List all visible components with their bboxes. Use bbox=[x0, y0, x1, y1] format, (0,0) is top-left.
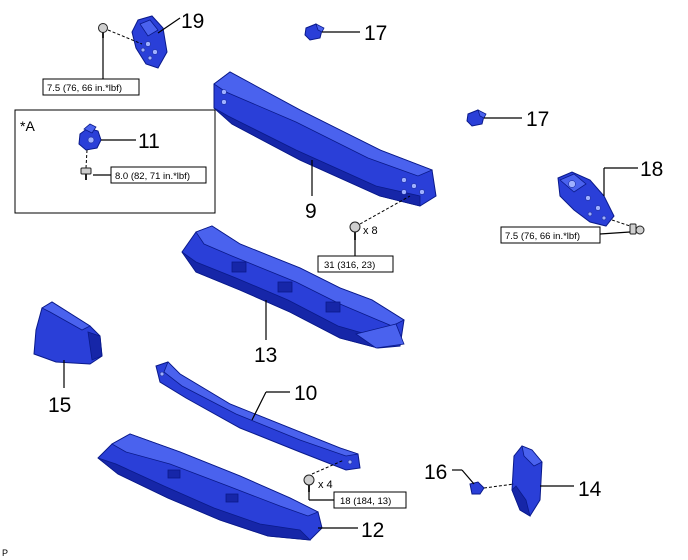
callout-12: 12 bbox=[361, 519, 384, 542]
torque-box-11 bbox=[110, 166, 207, 184]
callout-10: 10 bbox=[294, 382, 317, 405]
leader-10 bbox=[251, 391, 267, 421]
torque-text-10: 18 (184, 13) bbox=[340, 496, 391, 507]
callout-17-upper: 17 bbox=[364, 22, 387, 45]
torque-box-18 bbox=[500, 226, 601, 244]
bolt-9 bbox=[349, 221, 361, 240]
callout-19: 19 bbox=[181, 10, 204, 33]
bolt-11 bbox=[80, 167, 92, 180]
callout-13: 13 bbox=[254, 344, 277, 367]
callout-17-lower: 17 bbox=[526, 108, 549, 131]
part-15-side-retainer bbox=[33, 301, 103, 365]
torque-text-19: 7.5 (76, 66 in.*lbf) bbox=[47, 83, 122, 94]
dash-19 bbox=[107, 29, 143, 45]
torque-box-10 bbox=[333, 491, 407, 509]
corner-mark: P bbox=[2, 548, 8, 558]
part-9-bumper-reinforcement bbox=[213, 71, 437, 207]
callout-11: 11 bbox=[138, 130, 160, 153]
leader-16b bbox=[461, 469, 475, 485]
torque-box-19 bbox=[42, 78, 140, 96]
torque-text-11: 8.0 (82, 71 in.*lbf) bbox=[115, 171, 190, 182]
bolt-10 bbox=[303, 474, 315, 492]
inset-label: *A bbox=[20, 118, 35, 134]
leader-torque-18 bbox=[599, 231, 631, 235]
callout-15: 15 bbox=[48, 394, 71, 417]
part-14-side-bracket bbox=[511, 445, 543, 517]
part-13-absorber bbox=[181, 225, 405, 349]
dash-10 bbox=[311, 459, 345, 475]
torque-box-9 bbox=[317, 255, 394, 273]
bolt-19 bbox=[98, 23, 108, 38]
dash-9 bbox=[359, 195, 411, 225]
callout-14: 14 bbox=[578, 478, 602, 501]
part-17-clip-lower bbox=[466, 109, 487, 127]
bolt-18 bbox=[629, 223, 645, 235]
part-18-bracket bbox=[557, 171, 615, 227]
dash-16 bbox=[483, 483, 515, 489]
part-17-clip-upper bbox=[304, 23, 325, 41]
leader-19 bbox=[157, 17, 181, 34]
callout-18: 18 bbox=[640, 158, 663, 181]
part-11-bracket bbox=[78, 123, 102, 151]
callout-9: 9 bbox=[305, 200, 317, 223]
torque-text-9: 31 (316, 23) bbox=[324, 260, 375, 271]
inset-box bbox=[14, 109, 216, 214]
torque-text-18: 7.5 (76, 66 in.*lbf) bbox=[505, 231, 580, 242]
quantity-9: x 8 bbox=[363, 225, 378, 237]
callout-16: 16 bbox=[424, 461, 447, 484]
part-19-bracket bbox=[131, 15, 168, 69]
quantity-10: x 4 bbox=[318, 479, 333, 491]
part-12-lower-absorber bbox=[97, 433, 323, 541]
dash-11 bbox=[85, 149, 88, 169]
part-10-lower-reinforcement bbox=[155, 361, 361, 471]
part-16-clip bbox=[469, 481, 485, 495]
